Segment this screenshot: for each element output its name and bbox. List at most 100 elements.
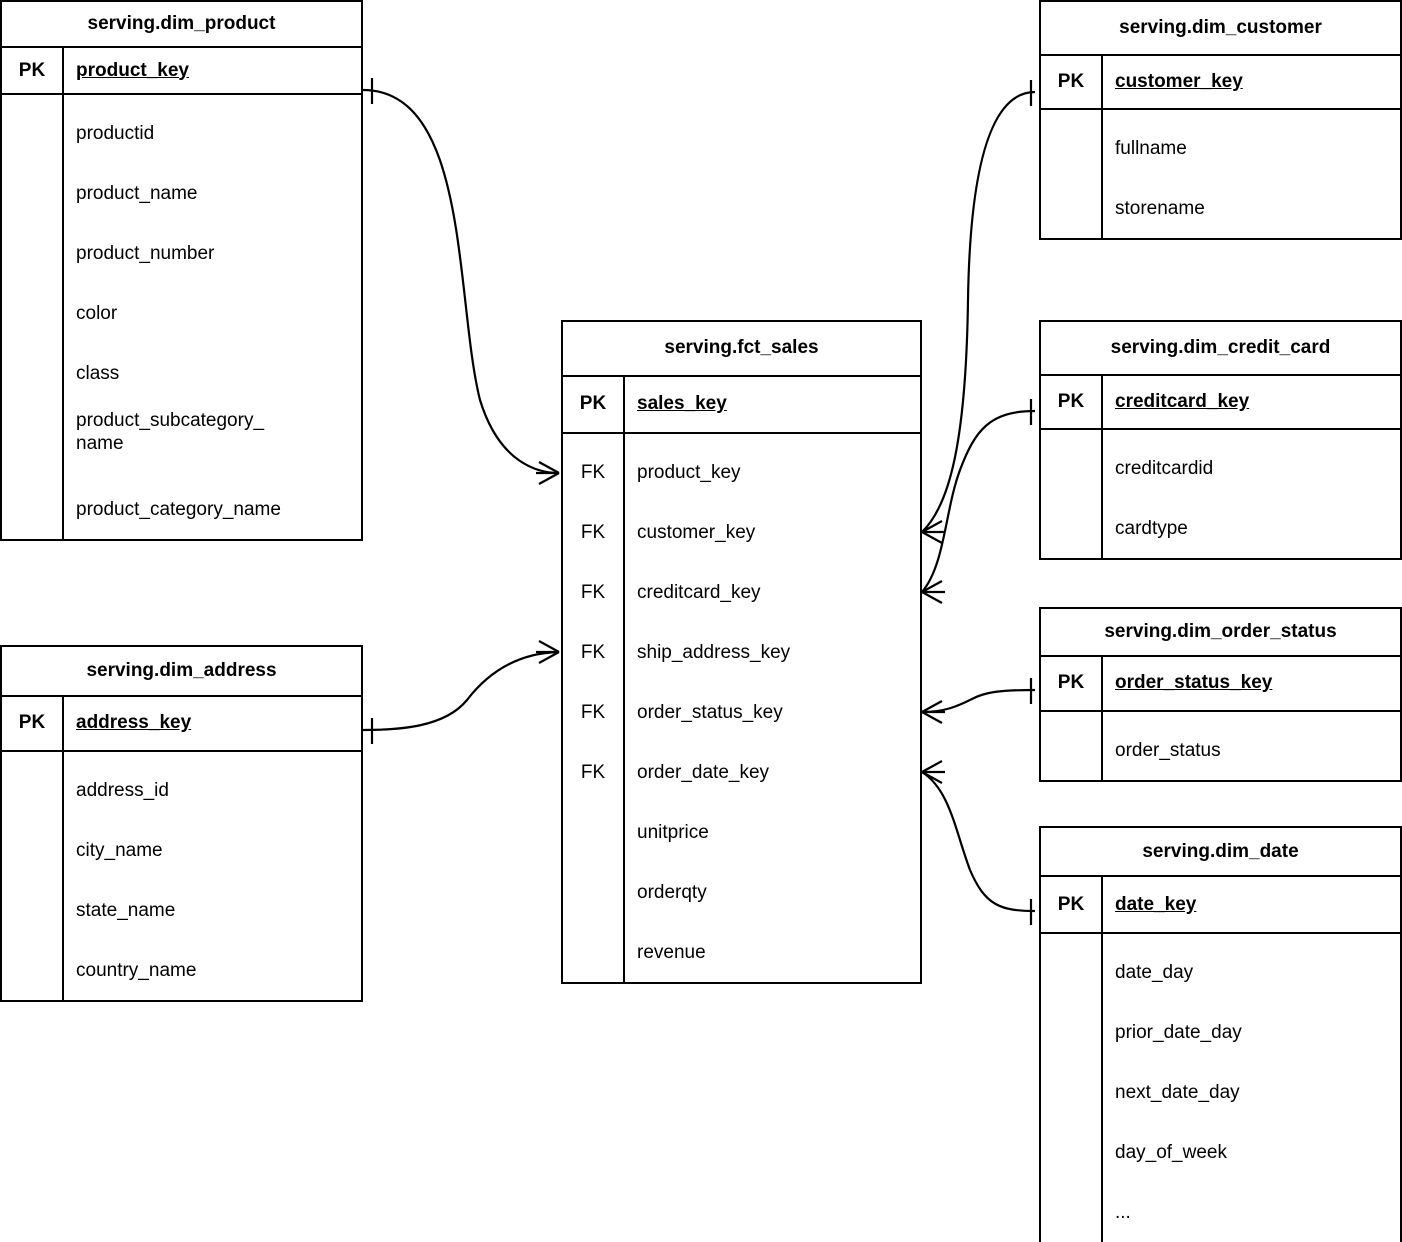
crowsfoot-creditcard-upper [921,580,943,593]
attribute-row: product_name [76,182,198,204]
fk-label: FK [580,581,606,603]
relationship-orderstatus [921,678,1036,724]
relationship-product [362,78,560,485]
attribute-row: creditcardid [1115,457,1214,479]
pk-row-fct-sales: PK sales_key [563,376,920,434]
attribute-row: state_name [76,899,176,921]
attributes-list-dim-credit-card: creditcardid cardtype [1103,430,1400,558]
crowsfoot-address-upper [538,640,560,653]
fk-label: FK [580,521,606,543]
attribute-row: productid [76,122,155,144]
entity-dim-customer[interactable]: serving.dim_customer PK customer_key ful… [1039,0,1402,240]
attributes-list-dim-customer: fullname storename [1103,110,1400,238]
attribute-row: product_subcategory_ name [76,410,265,454]
pk-field-dim-credit-card: creditcard_key [1115,390,1250,412]
crowsfoot-orderstatus-upper [921,700,943,713]
attributes-keycol-dim-credit-card [1041,430,1103,558]
pk-row-dim-address: PK address_key [2,696,361,752]
entity-fct-sales[interactable]: serving.fct_sales PK sales_key FK FK FK … [561,320,922,984]
attributes-list-dim-address: address_id city_name state_name country_… [64,752,361,1000]
pk-label-dim-credit-card: PK [1041,375,1103,428]
attribute-row: color [76,302,118,324]
attributes-dim-address: address_id city_name state_name country_… [2,752,361,1000]
attribute-row: cardtype [1115,517,1188,539]
entity-dim-credit-card[interactable]: serving.dim_credit_card PK creditcard_ke… [1039,320,1402,560]
attributes-list-dim-product: productid product_name product_number co… [64,95,361,539]
entity-title-dim-product: serving.dim_product [2,2,361,49]
attributes-keycol-dim-address [2,752,64,1000]
fk-label: FK [580,461,606,483]
attributes-dim-date: date_day prior_date_day next_date_day da… [1041,934,1400,1242]
fk-field-row: product_key [637,461,741,483]
attribute-row: storename [1115,197,1205,219]
crowsfoot-product-lower [538,472,560,485]
relationship-customer [921,80,1036,544]
pk-field-dim-order-status: order_status_key [1115,672,1273,694]
attribute-row: country_name [76,959,197,981]
fk-field-row: customer_key [637,521,756,543]
entity-title-dim-address: serving.dim_address [2,647,361,697]
fk-field-row: ship_address_key [637,641,791,663]
attributes-dim-customer: fullname storename [1041,110,1400,238]
crowsfoot-creditcard-lower [921,591,943,604]
pk-field-dim-product: product_key [76,59,189,81]
relationship-address [362,640,560,744]
pk-field-dim-customer: customer_key [1115,70,1243,92]
pk-row-dim-date: PK date_key [1041,877,1400,934]
fk-label: FK [580,761,606,783]
attributes-dim-product: productid product_name product_number co… [2,95,361,539]
fk-label: FK [580,641,606,663]
entity-title-dim-date: serving.dim_date [1041,828,1400,878]
entity-dim-date[interactable]: serving.dim_date PK date_key date_day pr… [1039,826,1402,1242]
pk-field-fct-sales: sales_key [637,393,727,415]
relationship-date [921,760,1036,925]
attribute-row: prior_date_day [1115,1021,1242,1043]
entity-dim-address[interactable]: serving.dim_address PK address_key addre… [0,645,363,1002]
attributes-keycol-dim-product [2,95,64,539]
attribute-row: city_name [76,839,163,861]
measure-row: unitprice [637,821,709,843]
pk-label-dim-customer: PK [1041,55,1103,108]
entity-dim-order-status[interactable]: serving.dim_order_status PK order_status… [1039,607,1402,782]
pk-field-dim-date: date_key [1115,893,1197,915]
entity-title-fct-sales: serving.fct_sales [563,322,920,377]
attribute-row: product_number [76,242,215,264]
pk-label-fct-sales: PK [563,376,625,432]
attribute-row: ... [1115,1201,1131,1223]
pk-field-dim-address: address_key [76,712,192,734]
pk-row-dim-product: PK product_key [2,48,361,95]
pk-label-dim-address: PK [2,696,64,750]
fk-field-row: order_status_key [637,701,783,723]
crowsfoot-customer-lower [921,531,943,544]
attribute-row: next_date_day [1115,1081,1240,1103]
entity-dim-product[interactable]: serving.dim_product PK product_key produ… [0,0,363,541]
attributes-dim-credit-card: creditcardid cardtype [1041,430,1400,558]
crowsfoot-address-lower [538,651,560,664]
pk-row-dim-credit-card: PK creditcard_key [1041,375,1400,430]
pk-label-dim-order-status: PK [1041,656,1103,710]
attributes-list-dim-date: date_day prior_date_day next_date_day da… [1103,934,1400,1242]
attributes-keycol-dim-order-status [1041,712,1103,780]
pk-label-dim-product: PK [2,48,64,93]
crowsfoot-date-upper [921,760,943,773]
attribute-row: fullname [1115,137,1187,159]
attribute-row: day_of_week [1115,1141,1227,1163]
fk-field-row: order_date_key [637,761,770,783]
attribute-row: address_id [76,779,169,801]
attributes-list-fct-sales: product_key customer_key creditcard_key … [625,434,920,982]
attributes-fct-sales: FK FK FK FK FK FK product_key customer_k… [563,434,920,982]
entity-title-dim-customer: serving.dim_customer [1041,2,1400,56]
fk-labels-column-fct-sales: FK FK FK FK FK FK [563,434,625,982]
attributes-list-dim-order-status: order_status [1103,712,1400,780]
measure-row: orderqty [637,881,707,903]
pk-label-dim-date: PK [1041,877,1103,932]
attributes-dim-order-status: order_status [1041,712,1400,780]
measure-row: revenue [637,941,706,963]
crowsfoot-product-upper [538,461,560,474]
attribute-row: date_day [1115,961,1194,983]
fk-label: FK [580,701,606,723]
attribute-row: order_status [1115,739,1221,761]
crowsfoot-customer-upper [921,520,943,533]
attributes-keycol-dim-date [1041,934,1103,1242]
